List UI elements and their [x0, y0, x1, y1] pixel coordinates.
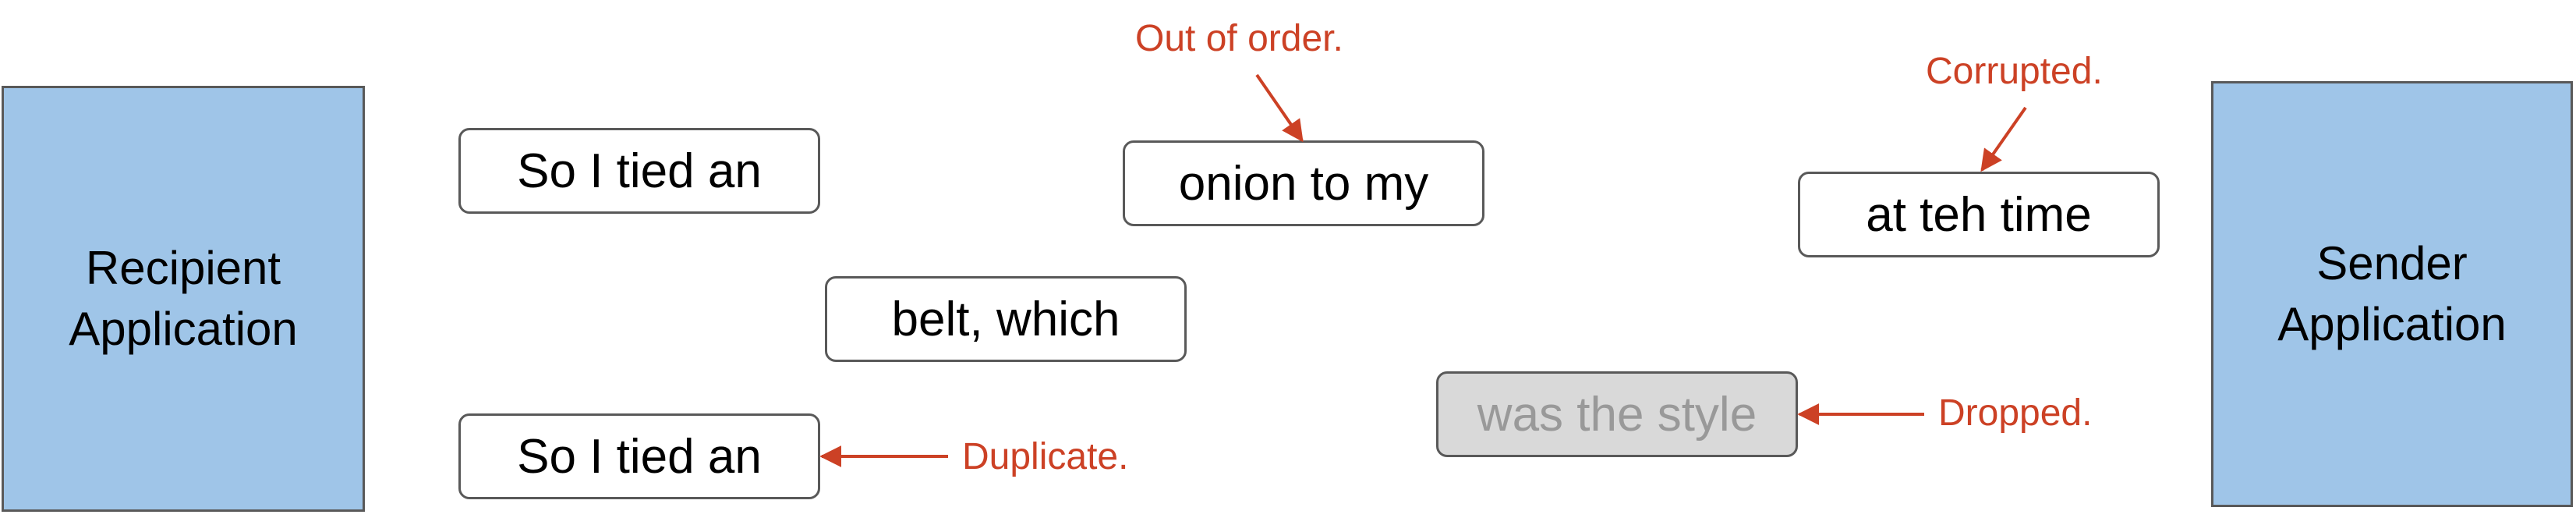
- recipient-label-line2: Application: [69, 303, 298, 355]
- arrow-out-of-order: [1255, 73, 1304, 143]
- recipient-application-box: Recipient Application: [2, 86, 365, 512]
- recipient-label-line1: Recipient: [85, 242, 281, 294]
- sender-application-box: Sender Application: [2211, 81, 2573, 507]
- arrow-corrupted: [1980, 106, 2027, 172]
- packet-corrupted: at teh time: [1798, 172, 2160, 257]
- packet-belt-which: belt, which: [825, 276, 1187, 362]
- annotation-corrupted: Corrupted.: [1926, 51, 2103, 92]
- packet-text: at teh time: [1866, 187, 2092, 242]
- sender-label-line1: Sender: [2316, 237, 2468, 289]
- packet-text: So I tied an: [517, 144, 762, 198]
- annotation-dropped: Dropped.: [1938, 392, 2093, 434]
- annotation-out-of-order: Out of order.: [1135, 18, 1343, 59]
- packet-text: So I tied an: [517, 429, 762, 484]
- packet-onion-to-my: onion to my: [1123, 140, 1484, 226]
- packet-text: was the style: [1477, 387, 1757, 442]
- packet-dropped: was the style: [1436, 371, 1798, 457]
- packet-duplicate: So I tied an: [458, 413, 820, 499]
- packet-so-i-tied-an: So I tied an: [458, 128, 820, 214]
- packet-text: belt, which: [891, 292, 1120, 346]
- packet-text: onion to my: [1178, 156, 1429, 211]
- sender-label-line2: Application: [2277, 298, 2507, 350]
- annotation-duplicate: Duplicate.: [962, 436, 1129, 477]
